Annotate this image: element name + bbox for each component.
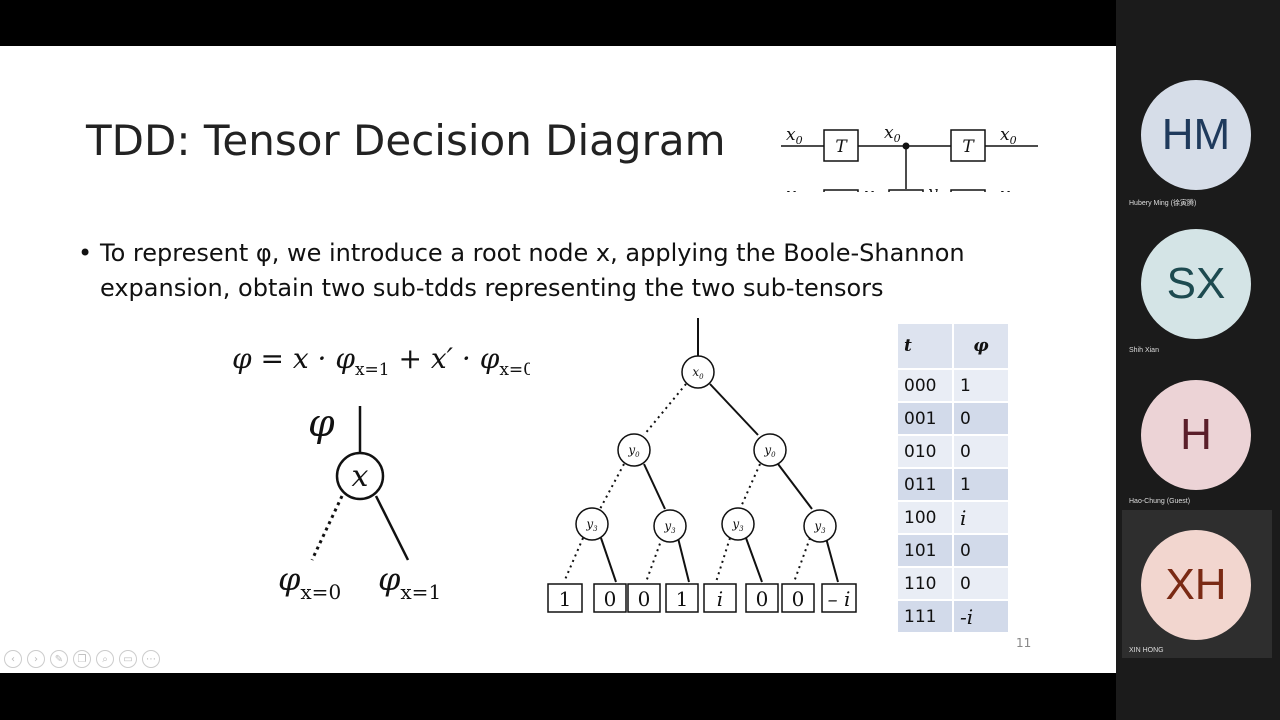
table-cell: 010: [898, 436, 952, 467]
wire-label-y2: y2: [927, 183, 945, 192]
phi-label: φ: [308, 401, 335, 445]
avatar: HM: [1141, 80, 1251, 190]
node-x: x: [352, 459, 369, 494]
table-cell: 0: [954, 568, 1008, 599]
formula: φ = x · φx=1 + x′ · φx=0: [232, 342, 530, 380]
participant-panel: HM Hubery Ming (徐寅腾) SX Shih Xian H Hao-…: [1116, 0, 1280, 720]
table-cell: 001: [898, 403, 952, 434]
node-x0: x0: [692, 365, 704, 381]
wire-label-y0: y0: [785, 185, 803, 192]
table-header: t: [898, 324, 952, 368]
leaf-value: 0: [792, 587, 805, 611]
slide: TDD: Tensor Decision Diagram T T H X H x…: [0, 46, 1116, 673]
subtitle-icon[interactable]: ▭: [119, 650, 137, 668]
bullet-dot: •: [78, 239, 93, 267]
slideshow-toolbar: ‹ › ✎ ❐ ⌕ ▭ ⋯: [4, 650, 160, 668]
table-cell: 0: [954, 436, 1008, 467]
pen-icon[interactable]: ✎: [50, 650, 68, 668]
more-icon[interactable]: ⋯: [142, 650, 160, 668]
leaf-value: 1: [559, 587, 572, 611]
boole-shannon-diagram: φ = x · φx=1 + x′ · φx=0 φ x φx=0 φx=1: [232, 342, 530, 604]
wire-label-x0: x0: [786, 125, 803, 147]
prev-icon[interactable]: ‹: [4, 650, 22, 668]
wire-label-x0: x0: [1000, 125, 1017, 147]
wire-label-x0: x0: [884, 123, 901, 145]
zoom-icon[interactable]: ⌕: [96, 650, 114, 668]
participant-name: XIN HONG: [1129, 647, 1164, 654]
next-icon[interactable]: ›: [27, 650, 45, 668]
leaf-value: – i: [828, 587, 851, 611]
avatar: SX: [1141, 229, 1251, 339]
participant-tile[interactable]: SX Shih Xian: [1122, 218, 1272, 366]
table-cell: -i: [954, 601, 1008, 632]
leaf-value: i: [717, 587, 723, 611]
slide-title: TDD: Tensor Decision Diagram: [86, 116, 726, 165]
table-cell: 011: [898, 469, 952, 500]
participant-tile[interactable]: HM Hubery Ming (徐寅腾): [1122, 68, 1272, 216]
table-cell: i: [954, 502, 1008, 533]
table-cell: 111: [898, 601, 952, 632]
leaf-phi-x1: φx=1: [378, 560, 441, 604]
tdd-tree: x0 y0 y0 y3 y3 y3 y3 1 0 0 1 i 0 0 – i: [547, 318, 857, 613]
leaf-phi-x0: φx=0: [278, 560, 341, 604]
table-row: 111-i: [898, 601, 1008, 632]
table-cell: 000: [898, 370, 952, 401]
page-number: 11: [1016, 636, 1032, 650]
participant-tile[interactable]: H Hao-Chung (Guest): [1122, 368, 1272, 516]
table-cell: 0: [954, 535, 1008, 566]
participant-name: Shih Xian: [1129, 347, 1159, 354]
gate-t: T: [962, 137, 975, 157]
bullet-text: To represent φ, we introduce a root node…: [100, 239, 965, 302]
copy-icon[interactable]: ❐: [73, 650, 91, 668]
table-cell: 100: [898, 502, 952, 533]
table-header: φ: [954, 324, 1008, 368]
table-cell: 101: [898, 535, 952, 566]
wire-label-y1: y1: [863, 185, 881, 192]
participant-tile-active-speaker[interactable]: XH XIN HONG: [1122, 510, 1272, 658]
quantum-circuit: T T H X H x0 x0 x0 y0 y1 y2 y3: [781, 123, 1038, 192]
leaf-value: 0: [638, 587, 651, 611]
participant-name: Hubery Ming (徐寅腾): [1129, 200, 1197, 207]
leaf-value: 0: [604, 587, 617, 611]
table-cell: 0: [954, 403, 1008, 434]
leaf-value: 1: [676, 587, 689, 611]
table-cell: 1: [954, 370, 1008, 401]
avatar: XH: [1141, 530, 1251, 640]
wire-label-y3: y3: [999, 185, 1017, 192]
leaf-value: 0: [756, 587, 769, 611]
gate-t: T: [835, 137, 848, 157]
table-cell: 110: [898, 568, 952, 599]
bullet-point: • To represent φ, we introduce a root no…: [78, 236, 1078, 306]
participant-name: Hao-Chung (Guest): [1129, 498, 1191, 505]
table-cell: 1: [954, 469, 1008, 500]
avatar: H: [1141, 380, 1251, 490]
